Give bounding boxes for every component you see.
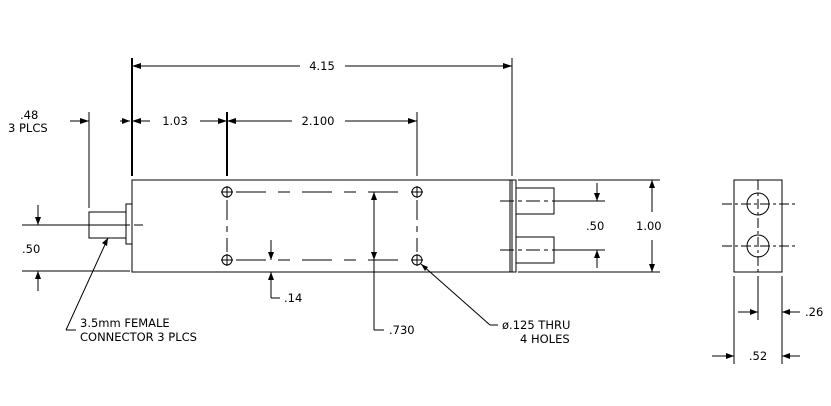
hole-bottom-left (221, 254, 233, 266)
hole-top-right (411, 186, 423, 198)
dim-left-connector: .50 (22, 205, 130, 291)
hole-spacing-x-label: 2.100 (302, 114, 335, 128)
hole-top-left (221, 186, 233, 198)
overall-length-label: 4.15 (309, 59, 335, 73)
holes-note: ø.125 THRU 4 HOLES (420, 263, 570, 346)
connector-note-line2: CONNECTOR 3 PLCS (80, 330, 197, 344)
body-outline (131, 179, 513, 273)
holes-note-line1: ø.125 THRU (502, 318, 570, 332)
end-view-width-label: .52 (749, 349, 767, 363)
connector-length-plcs: 3 PLCS (8, 121, 48, 135)
dim-end-view-width: .52 (712, 276, 800, 364)
end-view-offset-label: .26 (805, 305, 823, 319)
dim-body-height: 1.00 (518, 179, 662, 273)
hole-spacing-y-label: .730 (389, 323, 415, 337)
end-view (722, 179, 796, 273)
dim-hole-spacing-y: .730 (371, 192, 415, 337)
connector-length-label: .48 (20, 108, 38, 122)
mounting-holes (221, 186, 423, 266)
right-connectors (500, 187, 562, 264)
body-end-cap (509, 179, 517, 273)
dim-end-view-offset: .26 (738, 276, 823, 364)
left-connector (82, 203, 143, 245)
holes-note-line2: 4 HOLES (520, 332, 570, 346)
dim-hole-offset: 1.03 (132, 114, 227, 128)
dim-hole-edge-offset: .14 (268, 240, 302, 305)
hole-edge-offset-label: .14 (284, 291, 302, 305)
left-connector-label: .50 (22, 242, 40, 256)
dim-overall-length: 4.15 (132, 59, 512, 73)
hole-bottom-right (411, 254, 423, 266)
hole-offset-label: 1.03 (162, 114, 188, 128)
dim-right-connector-spacing: .50 (560, 183, 605, 268)
connector-note-line1: 3.5mm FEMALE (80, 316, 170, 330)
body-height-label: 1.00 (636, 219, 662, 233)
right-connector-spacing-label: .50 (586, 219, 604, 233)
dim-connector-length: .48 3 PLCS (8, 108, 130, 208)
dim-hole-spacing-x: 2.100 (227, 114, 417, 128)
connector-note: 3.5mm FEMALE CONNECTOR 3 PLCS (65, 237, 197, 344)
